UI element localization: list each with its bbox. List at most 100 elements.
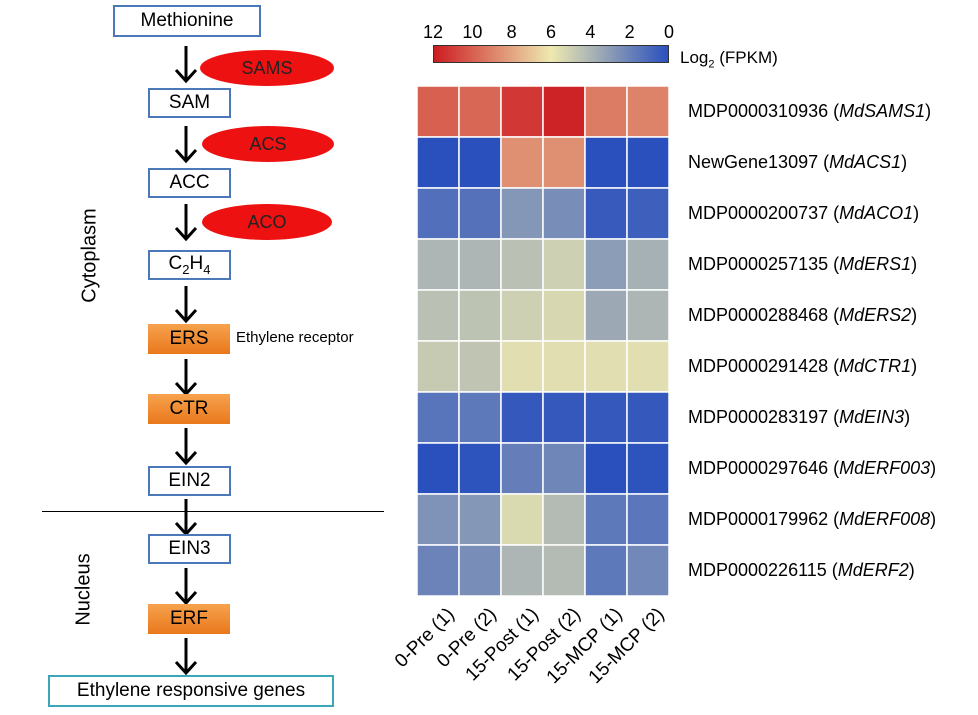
heatmap-cell	[626, 493, 669, 546]
colorbar-tick: 2	[624, 22, 635, 42]
erf-box: ERF	[148, 604, 230, 634]
arrow-icon	[174, 428, 198, 466]
heatmap-cell	[500, 544, 544, 596]
heatmap-cell	[458, 493, 502, 546]
heatmap-cell	[417, 86, 460, 138]
sam-box: SAM	[148, 88, 231, 118]
heatmap-cell	[542, 238, 586, 291]
arrow-icon	[174, 499, 198, 537]
row-label: MDP0000179962 (MdERF008)	[688, 508, 937, 529]
heatmap-cell	[500, 442, 544, 495]
heatmap-cell	[458, 187, 502, 240]
heatmap-cell	[542, 187, 586, 240]
arrow-icon	[174, 204, 198, 242]
colorbar-tick: 12	[422, 22, 444, 42]
sams-enzyme: SAMS	[200, 50, 334, 86]
heatmap-cell	[417, 136, 460, 189]
heatmap-cell	[584, 340, 628, 393]
aco-label: ACO	[247, 211, 287, 232]
responsive-genes-label: Ethylene responsive genes	[76, 680, 306, 701]
heatmap-cell	[500, 340, 544, 393]
heatmap-cell	[417, 544, 460, 596]
arrow-icon	[174, 638, 198, 676]
methionine-label: Methionine	[140, 10, 234, 31]
heatmap-cell	[417, 340, 460, 393]
row-label: MDP0000297646 (MdERF003)	[688, 457, 937, 478]
ctr-label: CTR	[169, 398, 209, 419]
receptor-note: Ethylene receptor	[236, 329, 354, 346]
colorbar-tick: 8	[506, 22, 517, 42]
row-label: MDP0000257135 (MdERS1)	[688, 253, 918, 274]
methionine-box: Methionine	[113, 5, 261, 37]
heatmap-cell	[626, 340, 669, 393]
heatmap-cell	[542, 86, 586, 138]
heatmap-cell	[626, 289, 669, 342]
colorbar-label: Log2 (FPKM)	[680, 48, 778, 71]
acs-label: ACS	[249, 133, 287, 154]
heatmap-cell	[584, 136, 628, 189]
heatmap-cell	[542, 442, 586, 495]
acc-label: ACC	[169, 172, 210, 193]
heatmap-cell	[626, 442, 669, 495]
heatmap-cell	[458, 391, 502, 444]
heatmap-cell	[542, 340, 586, 393]
heatmap-cell	[417, 289, 460, 342]
ein3-box: EIN3	[148, 534, 231, 564]
heatmap-cell	[500, 391, 544, 444]
heatmap-cell	[542, 391, 586, 444]
colorbar-gradient	[433, 45, 669, 63]
ethylene-formula: C2H4	[168, 253, 211, 277]
heatmap-cell	[626, 86, 669, 138]
heatmap-cell	[458, 238, 502, 291]
heatmap-cell	[500, 86, 544, 138]
row-label: MDP0000200737 (MdACO1)	[688, 202, 920, 223]
acc-box: ACC	[148, 168, 231, 198]
row-label: MDP0000288468 (MdERS2)	[688, 304, 918, 325]
heatmap-cell	[542, 544, 586, 596]
colorbar-tick: 6	[545, 22, 557, 42]
row-label: MDP0000310936 (MdSAMS1)	[688, 100, 932, 121]
responsive-genes-box: Ethylene responsive genes	[48, 675, 334, 707]
nucleus-label: Nucleus	[72, 553, 95, 626]
sam-label: SAM	[168, 92, 211, 113]
arrow-icon	[174, 126, 198, 164]
arrow-icon	[174, 568, 198, 606]
sams-label: SAMS	[241, 57, 293, 78]
heatmap-cell	[417, 493, 460, 546]
heatmap-cell	[500, 289, 544, 342]
heatmap-cell	[500, 136, 544, 189]
erf-label: ERF	[170, 608, 208, 629]
heatmap-cell	[584, 238, 628, 291]
ein2-box: EIN2	[148, 466, 231, 496]
cytoplasm-label: Cytoplasm	[78, 208, 101, 303]
heatmap-cell	[417, 187, 460, 240]
heatmap-cell	[626, 391, 669, 444]
heatmap-cell	[626, 136, 669, 189]
arrow-icon	[174, 46, 198, 84]
row-label: MDP0000283197 (MdEIN3)	[688, 406, 911, 427]
heatmap-cell	[626, 238, 669, 291]
heatmap-cell	[417, 391, 460, 444]
heatmap-cell	[584, 442, 628, 495]
row-label: MDP0000226115 (MdERF2)	[688, 559, 915, 580]
nuclear-membrane-line	[42, 511, 384, 512]
heatmap-cell	[417, 442, 460, 495]
heatmap-cell	[458, 136, 502, 189]
ein3-label: EIN3	[168, 538, 211, 559]
heatmap-cell	[458, 340, 502, 393]
heatmap-cell	[584, 493, 628, 546]
heatmap-cell	[458, 86, 502, 138]
aco-enzyme: ACO	[202, 204, 332, 240]
row-label: NewGene13097 (MdACS1)	[688, 151, 908, 172]
heatmap-grid	[417, 86, 669, 596]
colorbar-tick: 0	[663, 22, 675, 42]
ethylene-box: C2H4	[148, 250, 231, 280]
ers-label: ERS	[169, 328, 209, 349]
heatmap-cell	[458, 544, 502, 596]
heatmap-cell	[584, 289, 628, 342]
row-label: MDP0000291428 (MdCTR1)	[688, 355, 918, 376]
arrow-icon	[174, 286, 198, 324]
heatmap-cell	[417, 238, 460, 291]
heatmap-cell	[626, 187, 669, 240]
ers-box: ERS	[148, 324, 230, 354]
